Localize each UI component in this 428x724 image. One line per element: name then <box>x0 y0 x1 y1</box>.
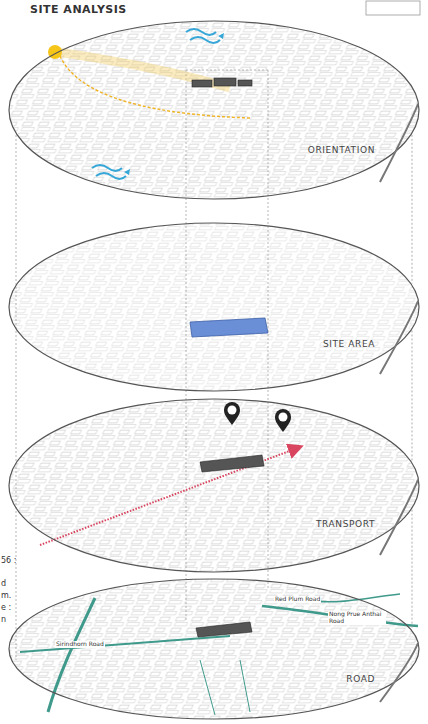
side-note-fragment: e : <box>1 603 11 612</box>
diagram-title: SITE ANALYSIS <box>30 3 127 16</box>
disc-label: ROAD <box>346 674 375 684</box>
analysis-disc: SITE AREA <box>8 222 420 392</box>
road-name: Nong Prue Anthai Road <box>328 611 386 625</box>
analysis-disc: TRANSPORT <box>8 398 420 573</box>
disc-rim <box>380 480 418 556</box>
disc-ellipse <box>9 399 419 572</box>
analysis-disc: ROAD <box>8 578 420 720</box>
disc-outline <box>8 578 420 720</box>
analysis-disc: ORIENTATION <box>8 20 420 200</box>
disc-outline <box>8 398 420 573</box>
disc-ellipse <box>9 21 419 199</box>
road-name: Sirindhorn Road <box>55 641 105 648</box>
disc-label: ORIENTATION <box>308 145 375 155</box>
disc-rim <box>380 104 418 182</box>
disc-label: TRANSPORT <box>316 519 375 529</box>
transport-graphic <box>40 402 300 545</box>
disc-label: SITE AREA <box>323 339 375 349</box>
site-area-graphic <box>190 318 268 337</box>
side-note-fragment: m. <box>1 591 11 600</box>
side-note-fragment: n <box>1 615 6 624</box>
disc-outline <box>8 20 420 200</box>
road-graphic <box>20 594 418 715</box>
side-note-fragment: 56 : <box>1 556 16 565</box>
guide-connector <box>412 135 413 284</box>
disc-rim <box>380 643 418 702</box>
key-box <box>366 1 420 15</box>
guide-connector <box>412 510 413 630</box>
disc-ellipse <box>9 579 419 719</box>
disc-rim <box>380 301 418 374</box>
disc-outline <box>8 222 420 392</box>
guide-connector <box>412 330 413 461</box>
orientation-graphic <box>48 29 252 179</box>
side-note-fragment: d <box>1 579 6 588</box>
disc-ellipse <box>9 223 419 391</box>
road-name: Red Plum Road <box>274 596 321 603</box>
